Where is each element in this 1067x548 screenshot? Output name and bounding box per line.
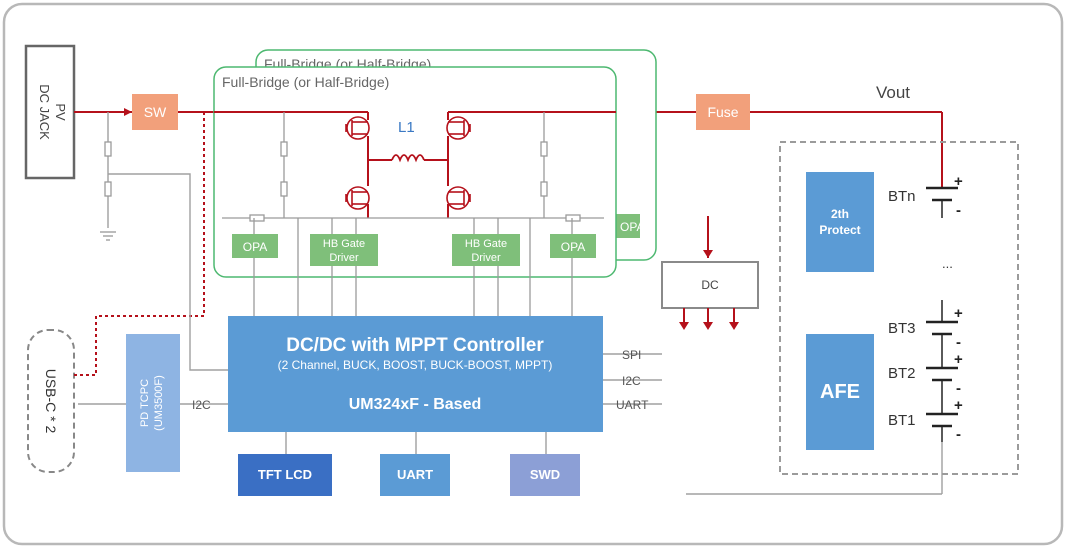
ellipsis-label: ...	[942, 256, 953, 271]
uart-label: UART	[397, 467, 433, 482]
fuse-block: Fuse	[696, 94, 750, 130]
pd-tcpc-line1: PD TCPC	[139, 379, 151, 427]
swd-block: SWD	[510, 454, 580, 496]
opa-back-label: OPA	[620, 220, 644, 234]
dc-converter-block: DC	[661, 216, 759, 330]
uart-block: UART	[380, 454, 450, 496]
tft-lcd-label: TFT LCD	[258, 467, 312, 482]
mosfet-q4-icon	[446, 186, 471, 210]
opa-right-label: OPA	[561, 240, 585, 254]
full-bridge-front-title: Full-Bridge (or Half-Bridge)	[222, 74, 389, 90]
gate-driver-right-block: HB Gate Driver	[452, 234, 520, 266]
spi-label: SPI	[622, 348, 641, 362]
controller-title: DC/DC with MPPT Controller	[286, 335, 544, 356]
switch-label: SW	[144, 104, 167, 120]
switch-block: SW	[132, 94, 178, 130]
inductor-label: L1	[398, 119, 415, 136]
dc-jack-label: DC JACK	[37, 84, 52, 140]
usb-c-label: USB-C * 2	[43, 369, 59, 434]
mosfet-q3-icon	[446, 116, 471, 140]
gate-driver-left-block: HB Gate Driver	[310, 234, 378, 266]
inductor-icon: L1	[391, 119, 425, 163]
svg-text:-: -	[956, 380, 961, 397]
afe-label: AFE	[820, 381, 860, 403]
svg-text:-: -	[956, 334, 961, 351]
opa-left-block: OPA	[232, 234, 278, 258]
i2c-right-label: I2C	[622, 374, 641, 388]
full-bridge-front: Full-Bridge (or Half-Bridge)	[213, 66, 617, 278]
svg-text:-: -	[956, 202, 961, 219]
uart-right-label: UART	[616, 398, 649, 412]
protect-line2: Protect	[819, 223, 860, 237]
svg-text:+: +	[954, 305, 963, 322]
opa-right-block: OPA	[550, 234, 596, 258]
protect-line1: 2th	[831, 207, 849, 221]
gate-driver-right-line1: HB Gate	[465, 238, 507, 250]
pd-tcpc-line2: (UM3500F)	[153, 375, 165, 431]
battery-polarity: +- +- +- +-	[954, 173, 963, 443]
i2c-left-label: I2C	[192, 398, 211, 412]
bt3-label: BT3	[888, 320, 916, 337]
afe-block: AFE	[806, 334, 874, 450]
protect-block: 2th Protect	[806, 172, 874, 272]
svg-text:+: +	[954, 351, 963, 368]
battery-cells	[926, 176, 958, 442]
vout-label: Vout	[876, 83, 910, 102]
mosfet-q1-icon	[345, 116, 370, 140]
gate-driver-left-line1: HB Gate	[323, 238, 365, 250]
signal-lines	[78, 112, 943, 495]
bt1-label: BT1	[888, 412, 916, 429]
controller-based: UM324xF - Based	[349, 396, 482, 413]
sense-network	[104, 112, 604, 316]
dc-label: DC	[701, 278, 719, 292]
gate-driver-left-line2: Driver	[329, 252, 359, 264]
mosfet-q2-icon	[345, 186, 370, 210]
controller-subtitle: (2 Channel, BUCK, BOOST, BUCK-BOOST, MPP…	[278, 358, 553, 372]
opa-left-label: OPA	[243, 240, 267, 254]
bt2-label: BT2	[888, 365, 916, 382]
tft-lcd-block: TFT LCD	[238, 454, 332, 496]
power-arrow	[124, 108, 132, 116]
svg-text:+: +	[954, 173, 963, 190]
gate-driver-right-line2: Driver	[471, 252, 501, 264]
battery-pack-frame	[779, 141, 1019, 475]
swd-label: SWD	[530, 467, 560, 482]
pv-dc-jack: PV DC JACK	[24, 44, 76, 180]
usb-c-connector: USB-C * 2	[27, 329, 75, 473]
btn-label: BTn	[888, 188, 916, 205]
bridge-power-lines	[214, 111, 616, 218]
svg-text:+: +	[954, 397, 963, 414]
mppt-controller-block: DC/DC with MPPT Controller (2 Channel, B…	[228, 316, 603, 432]
pv-label: PV	[53, 103, 68, 121]
fuse-label: Fuse	[707, 104, 738, 120]
pd-tcpc-block: PD TCPC (UM3500F)	[126, 334, 180, 472]
svg-text:-: -	[956, 426, 961, 443]
